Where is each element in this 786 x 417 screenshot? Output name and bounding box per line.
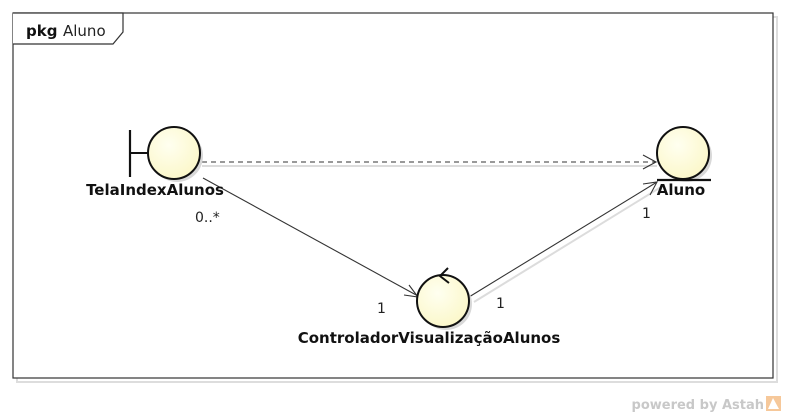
boundary-node[interactable]: [128, 126, 203, 182]
powered-by-text: powered by Astah: [632, 398, 764, 413]
multiplicity-entity-target: 1: [642, 206, 651, 222]
entity-circle: [656, 126, 710, 180]
control-label: ControladorVisualizaçãoAlunos: [298, 329, 561, 347]
boundary-circle: [147, 126, 201, 180]
association-arrowhead: [642, 181, 659, 196]
dependency-arrowhead: [642, 154, 658, 170]
multiplicity-boundary-source: 0..*: [195, 210, 220, 226]
control-circle: [416, 274, 470, 328]
boundary-label: TelaIndexAlunos: [86, 181, 224, 199]
multiplicity-control-target: 1: [377, 301, 386, 317]
multiplicity-control-source: 1: [496, 296, 505, 312]
association-control-entity[interactable]: [468, 181, 662, 303]
package-name: Aluno: [63, 22, 106, 40]
package-keyword: pkg: [26, 22, 57, 40]
control-arrow: [438, 267, 450, 284]
package-tab: pkg Aluno: [13, 12, 124, 45]
control-node[interactable]: [416, 267, 472, 330]
entity-label: Aluno: [657, 181, 705, 199]
astah-logo-icon: [766, 396, 781, 411]
dependency-boundary-entity[interactable]: [202, 154, 658, 170]
entity-node[interactable]: [656, 126, 712, 182]
